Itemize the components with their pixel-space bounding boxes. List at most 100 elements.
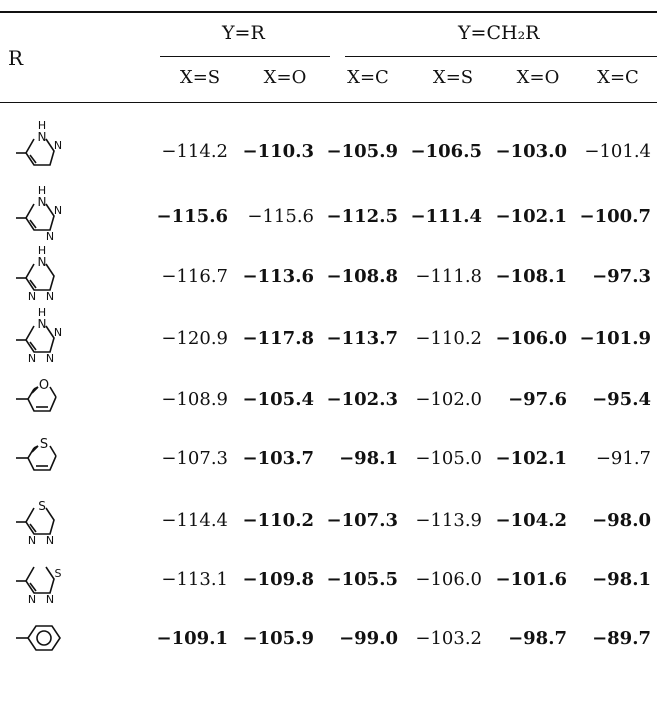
table-cell: −110.2 — [415, 328, 482, 349]
table-cell: −101.9 — [579, 328, 651, 349]
svg-text:N: N — [38, 317, 47, 331]
table-cell: −108.9 — [161, 389, 228, 410]
table-cell: −110.3 — [242, 141, 314, 162]
table-cell: −97.6 — [508, 389, 567, 410]
table-cell: −114.4 — [161, 510, 228, 531]
svg-text:N: N — [54, 326, 62, 339]
svg-text:N: N — [28, 534, 36, 547]
svg-text:N: N — [54, 139, 62, 152]
subcol-header-5: X=O — [516, 67, 560, 88]
svg-text:N: N — [38, 130, 47, 144]
table-cell: −108.1 — [495, 266, 567, 287]
table-cell: −105.4 — [242, 389, 314, 410]
subcol-header-3: X=C — [347, 67, 389, 88]
table-top-rule — [0, 11, 657, 13]
table-row: O −108.9 −105.4 −102.3 −102.0 −97.6 −95.4 — [0, 373, 657, 433]
table-cell: −106.5 — [410, 141, 482, 162]
table-cell: −109.1 — [156, 628, 228, 649]
thiadiazole-alt-icon: S N N — [12, 547, 72, 607]
column-header-r: R — [8, 46, 24, 70]
table-cell: −102.0 — [415, 389, 482, 410]
table-cell: −120.9 — [161, 328, 228, 349]
column-group-y-ch2r: Y=CH₂R — [458, 22, 540, 44]
benzene-icon — [12, 606, 72, 666]
svg-text:N: N — [46, 352, 54, 365]
table-row: −109.1 −105.9 −99.0 −103.2 −98.7 −89.7 — [0, 612, 657, 672]
table-cell: −103.2 — [415, 628, 482, 649]
table-cell: −114.2 — [161, 141, 228, 162]
header-bottom-rule — [0, 102, 657, 103]
table-cell: −106.0 — [495, 328, 567, 349]
subcol-header-1: X=S — [179, 67, 221, 88]
svg-text:H: H — [38, 306, 46, 319]
table-cell: −101.4 — [584, 141, 651, 162]
table-cell: −105.5 — [326, 569, 398, 590]
svg-text:S: S — [55, 567, 62, 580]
svg-text:S: S — [38, 499, 46, 513]
svg-text:O: O — [39, 378, 49, 393]
table-cell: −100.7 — [579, 206, 651, 227]
svg-text:N: N — [28, 352, 36, 365]
svg-text:N: N — [46, 534, 54, 547]
subcol-header-6: X=C — [597, 67, 639, 88]
table-cell: −98.0 — [592, 510, 651, 531]
table-cell: −99.0 — [339, 628, 398, 649]
svg-text:N: N — [38, 255, 47, 269]
table-cell: −104.2 — [495, 510, 567, 531]
thiadiazole-icon: S N N — [12, 488, 72, 548]
subcol-header-2: X=O — [263, 67, 307, 88]
table-cell: −98.1 — [592, 569, 651, 590]
table-cell: −95.4 — [592, 389, 651, 410]
table-cell: −107.3 — [161, 448, 228, 469]
table-cell: −98.7 — [508, 628, 567, 649]
svg-text:N: N — [28, 290, 36, 303]
table-cell: −107.3 — [326, 510, 398, 531]
svg-text:N: N — [28, 593, 36, 606]
table-row: S N N−114.4−110.2−107.3−113.9−104.2−98.0 — [0, 494, 657, 554]
svg-text:N: N — [38, 195, 47, 209]
table-cell: −112.5 — [326, 206, 398, 227]
column-group-y-r: Y=R — [222, 22, 265, 44]
group-rule-y-ch2r — [345, 56, 657, 57]
svg-text:N: N — [46, 593, 54, 606]
svg-text:H: H — [38, 184, 46, 197]
svg-text:N: N — [46, 290, 54, 303]
table-cell: −109.8 — [242, 569, 314, 590]
table-cell: −113.1 — [161, 569, 228, 590]
svg-text:H: H — [38, 244, 46, 257]
table-cell: −110.2 — [242, 510, 314, 531]
table-cell: −105.9 — [326, 141, 398, 162]
table-cell: −115.6 — [156, 206, 228, 227]
subcol-header-4: X=S — [432, 67, 474, 88]
group-rule-y-r — [160, 56, 330, 57]
table-cell: −102.1 — [495, 448, 567, 469]
thiophene-icon: S — [12, 426, 72, 486]
svg-text:N: N — [46, 230, 54, 243]
table-cell: −117.8 — [242, 328, 314, 349]
table-cell: −105.9 — [242, 628, 314, 649]
table-cell: −102.3 — [326, 389, 398, 410]
svg-text:H: H — [38, 119, 46, 132]
table-cell: −113.6 — [242, 266, 314, 287]
svg-text:S: S — [40, 437, 48, 452]
table-cell: −115.6 — [247, 206, 314, 227]
table-row: S N N−113.1−109.8−105.5−106.0−101.6−98.1 — [0, 553, 657, 613]
table-cell: −105.0 — [415, 448, 482, 469]
table-cell: −116.7 — [161, 266, 228, 287]
table-cell: −101.6 — [495, 569, 567, 590]
table-cell: −111.4 — [410, 206, 482, 227]
table-cell: −89.7 — [592, 628, 651, 649]
table-cell: −102.1 — [495, 206, 567, 227]
table-cell: −108.8 — [326, 266, 398, 287]
table-cell: −111.8 — [415, 266, 482, 287]
svg-text:N: N — [54, 204, 62, 217]
